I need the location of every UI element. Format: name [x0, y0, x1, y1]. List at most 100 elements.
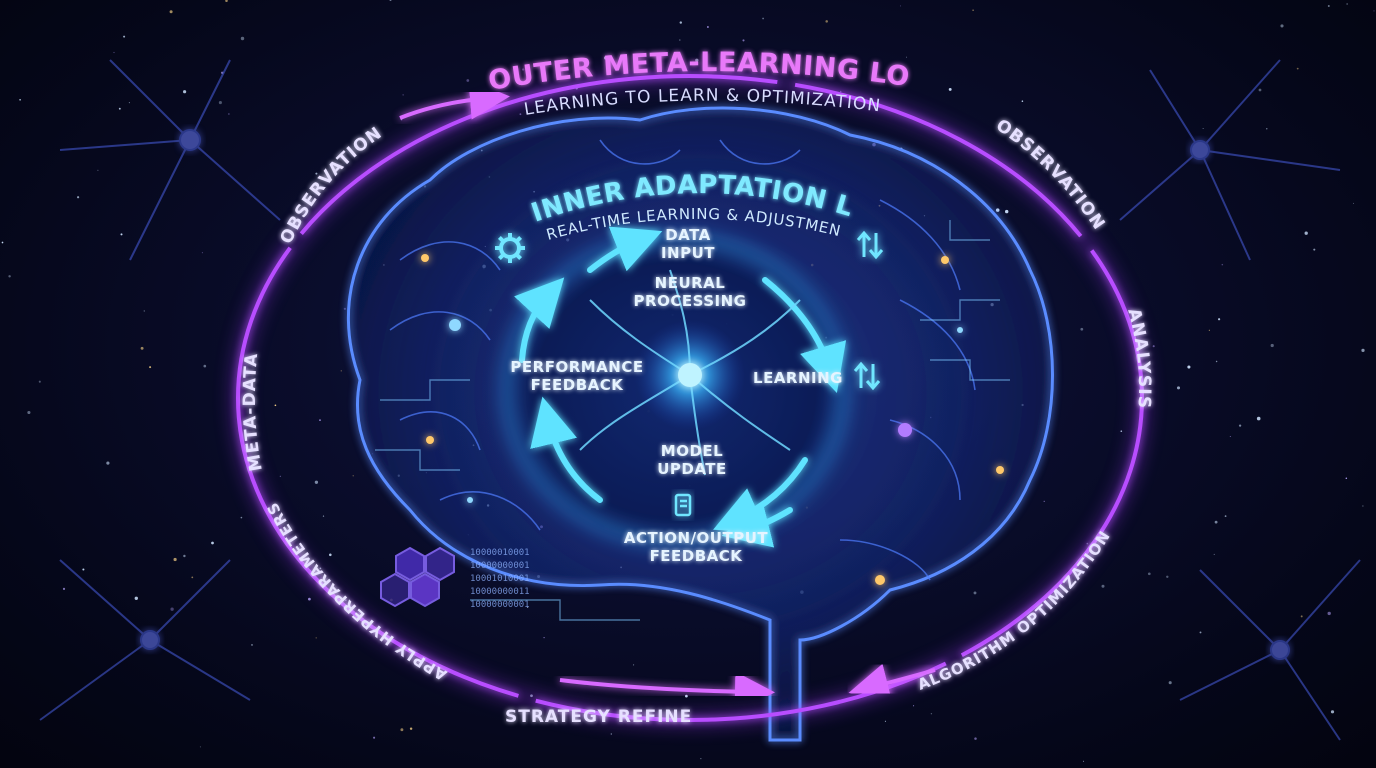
star [200, 746, 201, 747]
star [680, 21, 682, 23]
node-label: FEEDBACK [650, 547, 744, 565]
star [1331, 710, 1334, 713]
star [974, 591, 977, 594]
star [1187, 365, 1190, 368]
star [183, 90, 186, 93]
star [1215, 521, 1218, 524]
star [1361, 349, 1364, 352]
neuron-icon [40, 560, 250, 720]
binary-line: 10000010001 [470, 548, 530, 558]
star [996, 208, 1000, 212]
binary-line: 10000000001 [470, 600, 530, 610]
star [1301, 615, 1303, 617]
hexagon-icon [381, 574, 409, 606]
star [974, 737, 977, 740]
star [1353, 203, 1354, 204]
star [633, 664, 634, 665]
star [280, 476, 281, 477]
star [341, 370, 342, 371]
star [275, 404, 277, 406]
star [1214, 554, 1215, 555]
star [353, 475, 354, 476]
star [141, 347, 144, 350]
star [1297, 68, 1299, 70]
star [329, 554, 332, 557]
star [949, 88, 952, 91]
star [1120, 430, 1122, 432]
star [466, 79, 469, 82]
star [1259, 89, 1262, 92]
star [1200, 631, 1202, 633]
star [308, 598, 311, 601]
star [885, 721, 886, 722]
star [1166, 576, 1168, 578]
star [900, 5, 901, 6]
star [1044, 501, 1045, 502]
star [1209, 330, 1210, 331]
star [700, 758, 701, 759]
star [19, 99, 21, 101]
star [410, 727, 412, 729]
node-label: FEEDBACK [531, 376, 625, 394]
hexagon-cluster [381, 548, 454, 606]
star [323, 515, 324, 516]
star [211, 542, 214, 545]
star [1346, 477, 1348, 479]
node-label: MODEL [661, 442, 723, 460]
star [228, 113, 229, 114]
star [170, 10, 173, 13]
neuron-icon [60, 60, 280, 260]
node-label: ACTION/OUTPUT [624, 529, 769, 547]
star [1083, 761, 1084, 762]
node-label: PERFORMANCE [510, 358, 643, 376]
star [315, 481, 318, 484]
star [1328, 612, 1331, 615]
star [913, 705, 914, 706]
star [1005, 210, 1008, 213]
node-label: LEARNING [753, 369, 843, 387]
binary-code: 10000010001 10000000001 10001010001 1000… [470, 548, 530, 610]
star [119, 108, 121, 110]
star [1271, 344, 1274, 347]
star [129, 102, 130, 103]
star [1148, 572, 1151, 575]
star [149, 366, 151, 368]
star [123, 36, 125, 38]
star [106, 462, 109, 465]
binary-line: 10000000011 [470, 587, 530, 597]
star [1169, 681, 1172, 684]
star [931, 713, 932, 714]
star [685, 695, 688, 698]
star [1266, 128, 1267, 129]
star [225, 0, 228, 2]
label-analysis: ANALYSIS [1123, 306, 1154, 409]
star [1080, 328, 1083, 331]
star [113, 52, 114, 53]
star [1347, 3, 1348, 4]
star [183, 555, 185, 557]
star [1305, 232, 1308, 235]
star [1218, 318, 1220, 320]
binary-line: 10000000001 [470, 561, 530, 571]
star [344, 308, 346, 310]
star [1101, 585, 1104, 588]
star [1257, 417, 1261, 421]
star [27, 411, 30, 414]
node-label: INPUT [661, 244, 715, 262]
star [97, 170, 98, 171]
star [191, 577, 193, 579]
star [611, 733, 612, 734]
star [1328, 5, 1330, 7]
star [742, 39, 744, 41]
star [1222, 264, 1224, 266]
label-strategy-refine: STRATEGY REFINE [505, 707, 692, 727]
neuron-icon [1120, 60, 1340, 260]
node-label: PROCESSING [634, 292, 747, 310]
star [403, 94, 404, 95]
star [389, 0, 391, 1]
node-label: UPDATE [657, 460, 727, 478]
star [373, 737, 375, 739]
star [1225, 515, 1227, 517]
star [135, 597, 138, 600]
